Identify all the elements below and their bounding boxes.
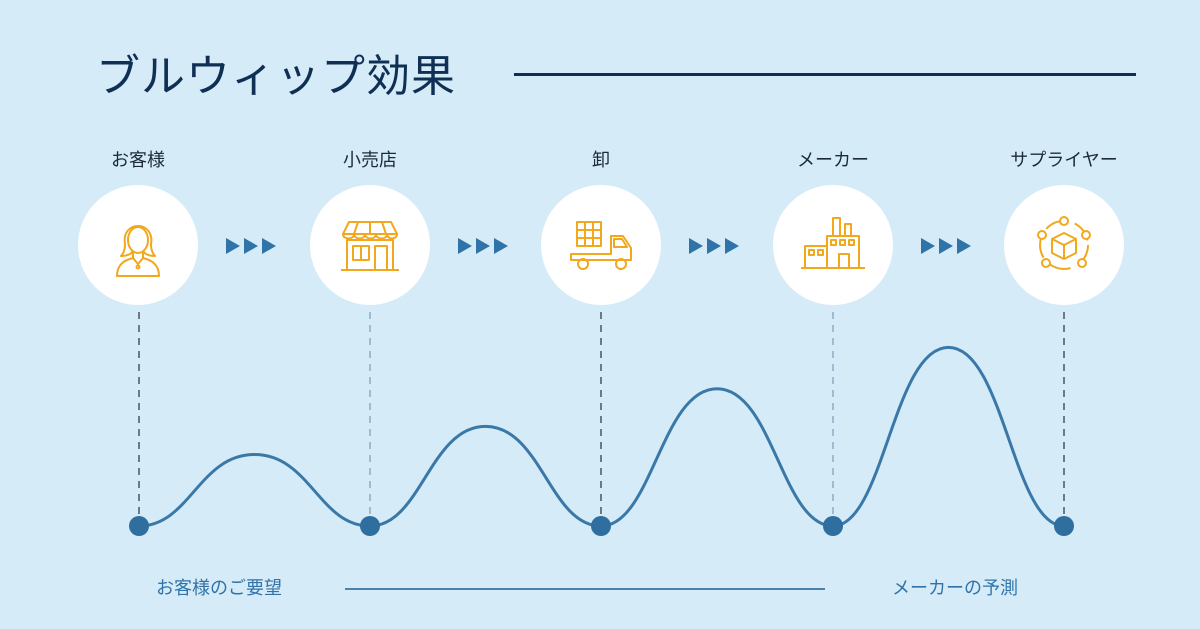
factory-icon — [801, 217, 865, 269]
customer-demand-label: お客様のご要望 — [156, 578, 282, 599]
stage-label-maker: メーカー — [797, 150, 869, 171]
wave-node-dot — [591, 516, 611, 536]
flow-arrows-2 — [458, 238, 518, 256]
stage-label-wholesale: 卸 — [592, 150, 610, 171]
stage-supplier — [1004, 185, 1124, 305]
flow-arrows-4 — [921, 238, 981, 256]
stage-maker — [773, 185, 893, 305]
page-title: ブルウィップ効果 — [96, 51, 456, 102]
stage-wholesale — [541, 185, 661, 305]
stage-label-retail: 小売店 — [343, 150, 397, 171]
flow-arrows-1 — [226, 238, 286, 256]
stage-retail — [310, 185, 430, 305]
supplier-network-icon — [1037, 216, 1091, 270]
wholesale-truck-icon — [570, 221, 632, 270]
stage-label-customer: お客様 — [111, 150, 165, 171]
bottom-divider — [345, 588, 825, 590]
wave-node-dot — [360, 516, 380, 536]
flow-arrows-3 — [689, 238, 749, 256]
title-underline — [514, 73, 1136, 76]
retail-store-icon — [341, 221, 399, 271]
bullwhip-wave — [138, 345, 1065, 528]
customer-woman-icon — [116, 225, 160, 277]
wave-node-dot — [823, 516, 843, 536]
wave-node-dot — [129, 516, 149, 536]
wave-node-dot — [1054, 516, 1074, 536]
stage-customer — [78, 185, 198, 305]
stage-label-supplier: サプライヤー — [1010, 150, 1118, 171]
maker-forecast-label: メーカーの予測 — [892, 578, 1018, 599]
